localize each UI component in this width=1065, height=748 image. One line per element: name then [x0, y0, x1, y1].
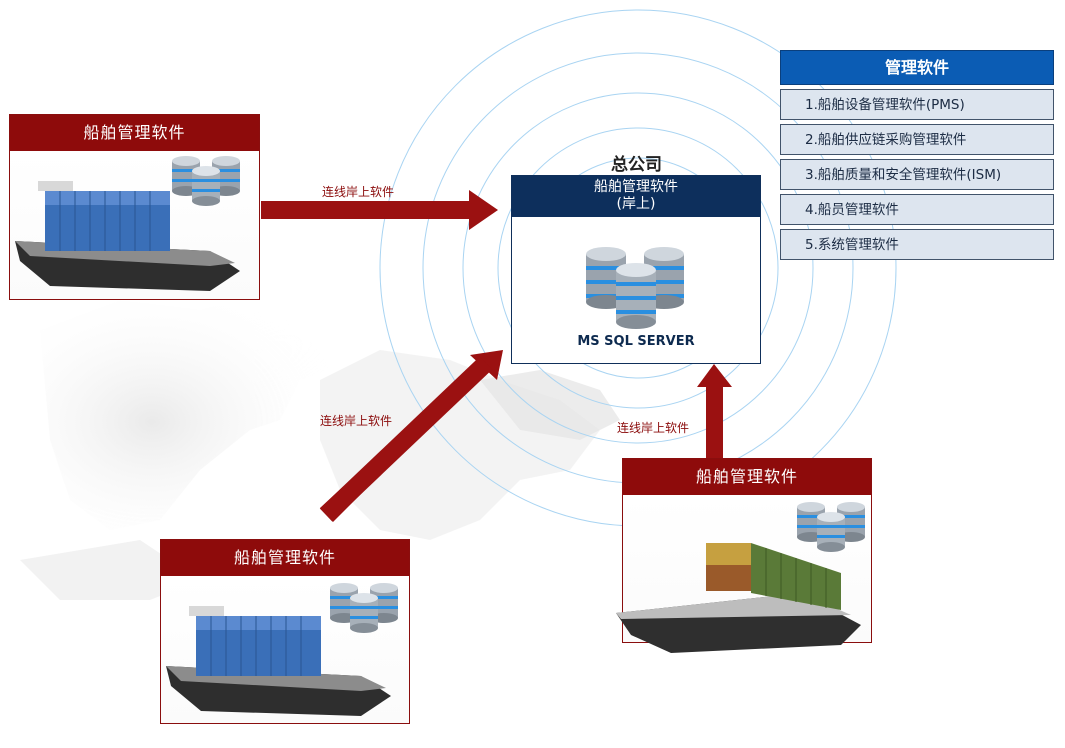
connection-label-3: 连线岸上软件: [617, 421, 690, 435]
database-server-icon: [586, 247, 684, 329]
ship-card-3[interactable]: 船舶管理软件: [616, 458, 872, 653]
container-ship-icon: [15, 181, 240, 291]
database-icon: [172, 156, 240, 206]
arrow-ship2-to-hq: [319, 350, 503, 522]
database-label: MS SQL SERVER: [577, 334, 695, 349]
headquarters-label: 总公司: [611, 155, 662, 175]
software-menu-item[interactable]: 5.系统管理软件: [780, 229, 1054, 260]
container-ship-icon: [616, 543, 861, 653]
ship-card-body: [10, 151, 259, 299]
ship-card-2[interactable]: 船舶管理软件: [160, 539, 410, 724]
software-menu-item[interactable]: 4.船员管理软件: [780, 194, 1054, 225]
headquarters-title: 船舶管理软件 (岸上): [512, 176, 760, 217]
software-menu-title: 管理软件: [780, 50, 1054, 85]
arrow-ship1-to-hq: [261, 190, 498, 230]
arrow-ship3-to-hq: [697, 364, 732, 458]
headquarters-title-line2: (岸上): [616, 196, 656, 212]
ship-card-title: 船舶管理软件: [161, 540, 409, 576]
ship-card-body: [616, 495, 871, 653]
software-menu-item[interactable]: 2.船舶供应链采购管理软件: [780, 124, 1054, 155]
ship-card-1[interactable]: 船舶管理软件: [9, 114, 260, 300]
software-menu-item[interactable]: 3.船舶质量和安全管理软件(ISM): [780, 159, 1054, 190]
database-icon: [797, 502, 865, 552]
ship-card-title: 船舶管理软件: [10, 115, 259, 151]
world-map-silhouette: [20, 290, 620, 600]
connection-label-1: 连线岸上软件: [322, 185, 395, 199]
software-menu: 管理软件 1.船舶设备管理软件(PMS) 2.船舶供应链采购管理软件 3.船舶质…: [780, 50, 1054, 260]
headquarters-title-line1: 船舶管理软件: [594, 179, 678, 195]
connection-label-2: 连线岸上软件: [320, 414, 393, 428]
software-menu-item[interactable]: 1.船舶设备管理软件(PMS): [780, 89, 1054, 120]
container-ship-icon: [166, 606, 391, 716]
database-icon: [330, 583, 398, 633]
headquarters-card[interactable]: 船舶管理软件 (岸上) MS SQL SERVER: [511, 175, 761, 364]
ship-card-body: [161, 576, 409, 723]
ship-card-title: 船舶管理软件: [623, 459, 871, 495]
